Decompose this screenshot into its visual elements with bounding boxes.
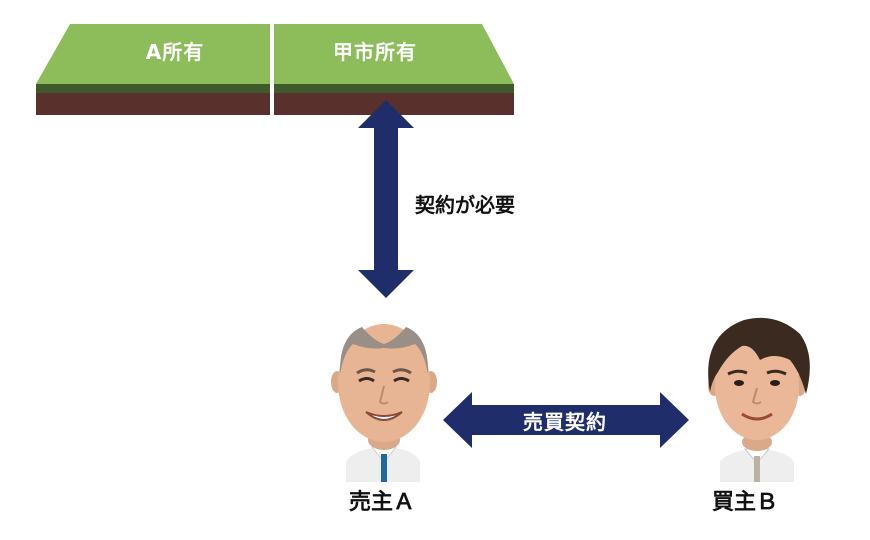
- buyer-label: 買主Ｂ: [711, 490, 778, 515]
- buyer-nose: [751, 387, 762, 405]
- land-right-soil: [274, 93, 514, 115]
- buyer-tie: [754, 456, 760, 482]
- seller-smile: [365, 411, 403, 421]
- land-left-soil: [36, 93, 270, 115]
- buyer-face: [715, 332, 799, 440]
- land-left-surface: [36, 24, 270, 84]
- seller-eye-right: [393, 377, 410, 383]
- land-right-surface: [274, 24, 514, 84]
- seller-brow-right: [392, 368, 412, 375]
- seller-tie: [381, 454, 387, 482]
- buyer-eye-right: [770, 380, 780, 386]
- buyer-avatar-icon: [708, 317, 810, 482]
- seller-eye-left: [358, 377, 375, 383]
- land-left-grass-edge: [36, 84, 270, 93]
- buyer-brow-left: [727, 369, 748, 376]
- buyer-hair: [708, 317, 810, 394]
- seller-brow-left: [356, 368, 376, 375]
- seller-avatar-icon: [331, 324, 437, 482]
- buyer-eye-left: [734, 380, 744, 386]
- buyer-brow-right: [766, 369, 787, 376]
- horizontal-double-arrow: [443, 392, 689, 448]
- sales-contract-label: 売買契約: [523, 410, 607, 434]
- land-right-owner-label: 甲市所有: [333, 40, 417, 64]
- land-left-owner-label: A所有: [145, 40, 205, 64]
- buyer-smile: [741, 412, 773, 421]
- seller-hair: [339, 327, 429, 374]
- contract-needed-label: 契約が必要: [415, 193, 515, 217]
- seller-label: 売主Ａ: [348, 490, 415, 515]
- seller-nose: [378, 385, 389, 405]
- seller-face: [338, 324, 430, 442]
- land-parcel: [36, 24, 514, 115]
- land-right-grass-edge: [274, 84, 514, 93]
- vertical-double-arrow: [358, 100, 414, 298]
